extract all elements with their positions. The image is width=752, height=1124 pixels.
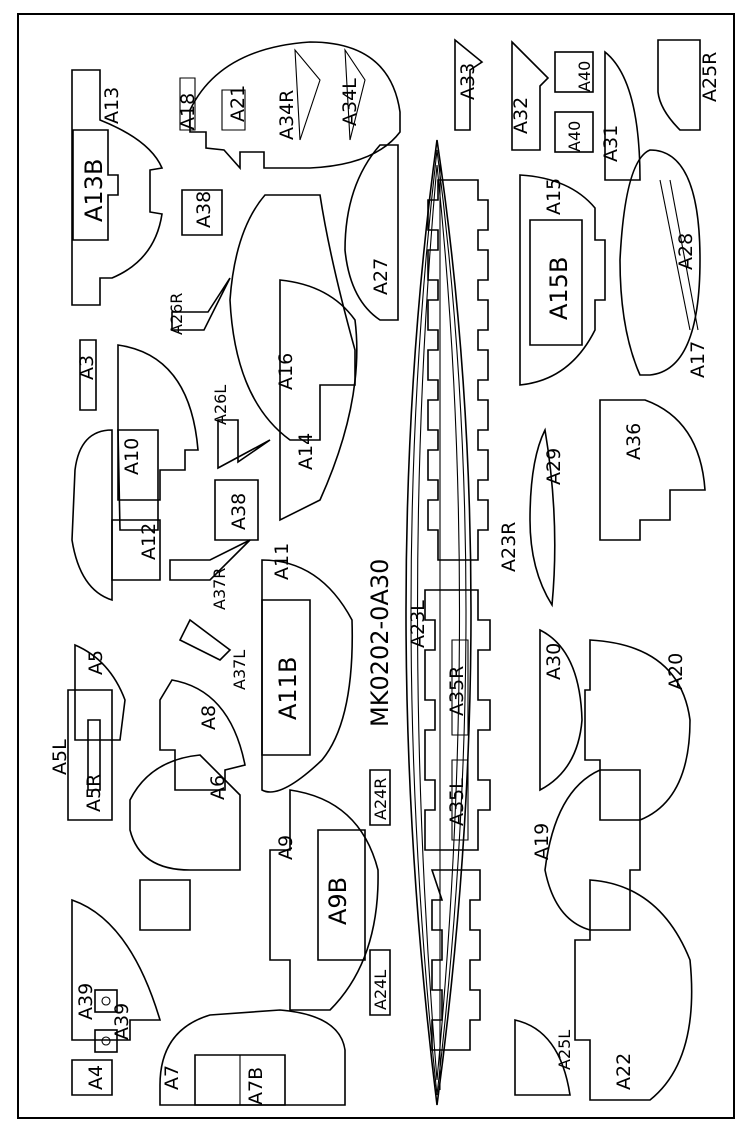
label-A11: A11: [271, 543, 293, 580]
label-A35R: A35R: [446, 666, 468, 716]
part-A19: [544, 769, 641, 931]
part-A20: [584, 639, 691, 821]
part-A39: [71, 898, 162, 1053]
part-A25L: [514, 1019, 571, 1096]
label-A20: A20: [665, 653, 687, 690]
label-A28: A28: [675, 233, 697, 270]
label-A37R: A37R: [210, 568, 229, 610]
label-A14: A14: [295, 433, 317, 470]
label-A24R: A24R: [371, 778, 390, 820]
label-A9B: A9B: [324, 877, 352, 925]
part-A7: [159, 1009, 346, 1106]
label-A32: A32: [510, 97, 532, 134]
label-A31: A31: [600, 125, 622, 162]
part-A26R: [171, 277, 231, 331]
label-A33: A33: [457, 63, 479, 100]
part-A31: [604, 50, 641, 181]
label-A4: A4: [85, 1065, 107, 1090]
part-A27: [344, 144, 399, 321]
label-A13: A13: [101, 87, 123, 124]
label-A24L: A24L: [371, 970, 390, 1010]
part-A3: [79, 339, 97, 411]
part-A15: [519, 174, 606, 386]
label-A10: A10: [121, 438, 143, 475]
label-A39-right: A39: [111, 1003, 133, 1040]
label-A6: A6: [207, 775, 229, 800]
part-A40: [554, 51, 594, 153]
part-A24L: [369, 949, 391, 1016]
part-A24R: [369, 769, 391, 826]
label-A7: A7: [161, 1065, 183, 1090]
label-A5: A5: [85, 650, 107, 675]
part-A32: [511, 40, 550, 151]
label-A26R: A26R: [167, 293, 186, 335]
part-A6: [129, 754, 241, 931]
label-A7B: A7B: [245, 1067, 267, 1105]
label-A12: A12: [138, 523, 160, 560]
part-A38-upper: [181, 189, 223, 236]
label-A13B: A13B: [80, 159, 108, 222]
label-A27: A27: [370, 258, 392, 295]
label-A23R: A23R: [498, 522, 520, 572]
label-A19: A19: [531, 823, 553, 860]
label-A21: A21: [227, 85, 249, 122]
part-fuselage: [405, 139, 491, 1106]
label-A38-lower: A38: [228, 493, 250, 530]
label-A40-bottom: A40: [565, 121, 584, 152]
label-A25L: A25L: [555, 1030, 574, 1070]
label-A40-top: A40: [575, 61, 594, 92]
part-A12: [71, 429, 161, 602]
label-A23L: A23L: [407, 600, 429, 648]
label-A35L: A35L: [446, 778, 468, 826]
label-A17: A17: [687, 341, 709, 378]
part-A8: [159, 679, 246, 791]
label-A5L: A5L: [49, 739, 71, 775]
label-A9: A9: [275, 835, 297, 860]
part-A33: [454, 38, 484, 131]
part-A11: [261, 559, 354, 793]
part-A38-lower: [214, 479, 259, 541]
sheet-border: [17, 13, 735, 1119]
part-A29: [529, 427, 556, 608]
label-A15B: A15B: [545, 257, 573, 320]
label-A36: A36: [623, 423, 645, 460]
part-A16: [229, 194, 358, 522]
label-A5R: A5R: [83, 774, 105, 812]
label-A30: A30: [543, 643, 565, 680]
label-A25R: A25R: [699, 52, 721, 102]
label-A39-left: A39: [75, 983, 97, 1020]
part-A13: [71, 69, 164, 306]
label-A29: A29: [543, 448, 565, 485]
part-A9: [269, 789, 379, 1011]
part-A5: [67, 643, 126, 821]
label-A11B: A11B: [274, 657, 302, 720]
part-A26L: [217, 419, 271, 470]
part-A30: [539, 628, 583, 792]
label-A15: A15: [543, 178, 565, 215]
part-A10: [117, 344, 199, 531]
label-A34R: A34R: [276, 90, 298, 140]
sheet-title: MK0202-0A30: [366, 559, 394, 727]
part-A21: [179, 41, 401, 171]
label-A34L: A34L: [339, 78, 361, 126]
label-A18: A18: [177, 93, 199, 130]
part-A17: [619, 149, 701, 376]
label-A16: A16: [275, 353, 297, 390]
label-A8: A8: [198, 705, 220, 730]
label-A38-upper: A38: [193, 191, 215, 228]
part-A22: [574, 879, 693, 1101]
label-A26L: A26L: [211, 385, 230, 425]
part-A25R: [657, 39, 701, 131]
label-A22: A22: [613, 1053, 635, 1090]
part-A4: [71, 1059, 113, 1096]
part-A37: [169, 539, 251, 661]
part-A36: [599, 399, 706, 541]
label-A37L: A37L: [230, 650, 249, 690]
label-A3: A3: [76, 355, 98, 380]
